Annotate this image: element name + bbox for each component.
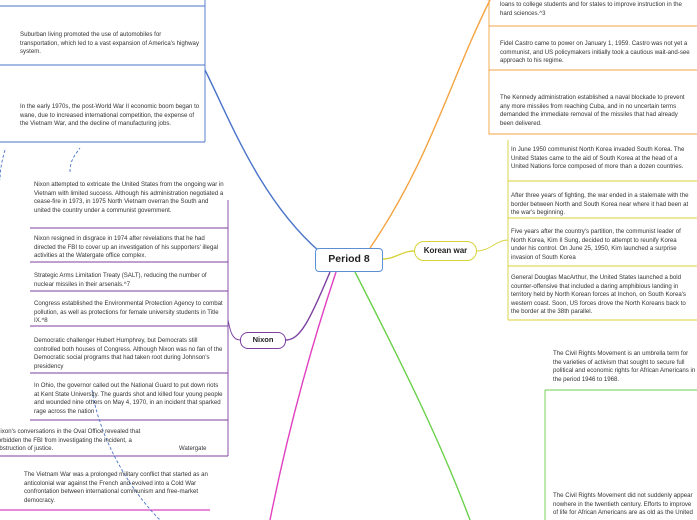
link-central-korean	[382, 250, 415, 260]
link-central-economy	[204, 69, 321, 253]
note-nixon-3[interactable]: Strategic Arms Limitation Treaty (SALT),…	[34, 272, 207, 288]
link-korean-notes	[476, 140, 509, 320]
note-civilrights-2[interactable]: The Civil Rights Movement did not sudden…	[553, 492, 693, 517]
note-coldwar-2[interactable]: Fidel Castro came to power on January 1,…	[500, 40, 690, 65]
note-korean-4[interactable]: General Douglas MacArthur, the United St…	[511, 274, 686, 316]
note-nixon-2[interactable]: Nixon resigned in disgrace in 1974 after…	[34, 235, 219, 260]
note-economy-2[interactable]: In the early 1970s, the post-World War I…	[20, 103, 200, 128]
topic-korean-war[interactable]: Korean war	[414, 241, 477, 261]
link-nixon-stem	[227, 200, 241, 456]
watergate-label[interactable]: Watergate	[179, 446, 207, 452]
note-civilrights-1[interactable]: The Civil Rights Movement is an umbrella…	[553, 350, 696, 383]
note-coldwar-1[interactable]: loans to college students and for states…	[500, 1, 682, 17]
link-central-nixon	[285, 271, 331, 341]
relationship-dashed-3	[0, 149, 6, 181]
note-nixon-6[interactable]: In Ohio, the governor called out the Nat…	[34, 382, 223, 415]
central-topic[interactable]: Period 8	[315, 248, 383, 272]
note-korean-3[interactable]: Five years after the country's partition…	[511, 228, 681, 261]
link-coldwar-note3	[488, 70, 697, 135]
note-nixon-1[interactable]: Nixon attempted to extricate the United …	[34, 181, 224, 214]
link-central-civilrights	[354, 271, 471, 520]
relationship-dashed-1	[69, 147, 81, 173]
link-central-vietnam	[269, 271, 337, 520]
note-nixon-7[interactable]: Nixon's conversations in the Oval Office…	[0, 428, 141, 453]
note-korean-2[interactable]: After three years of fighting, the war e…	[511, 192, 689, 217]
relationship-dashed-2	[91, 389, 161, 520]
note-korean-1[interactable]: In June 1950 communist North Korea invad…	[511, 146, 685, 171]
note-coldwar-3[interactable]: The Kennedy administration established a…	[500, 94, 685, 127]
note-vietnam-1[interactable]: The Vietnam War was a prolonged military…	[24, 471, 208, 504]
link-central-coldwar	[369, 0, 491, 249]
note-nixon-5[interactable]: Democratic challenger Hubert Humphrey, b…	[34, 337, 223, 370]
topic-nixon[interactable]: Nixon	[240, 332, 286, 349]
note-economy-1[interactable]: Suburban living promoted the use of auto…	[20, 31, 199, 56]
note-nixon-4[interactable]: Congress established the Environmental P…	[34, 300, 223, 325]
